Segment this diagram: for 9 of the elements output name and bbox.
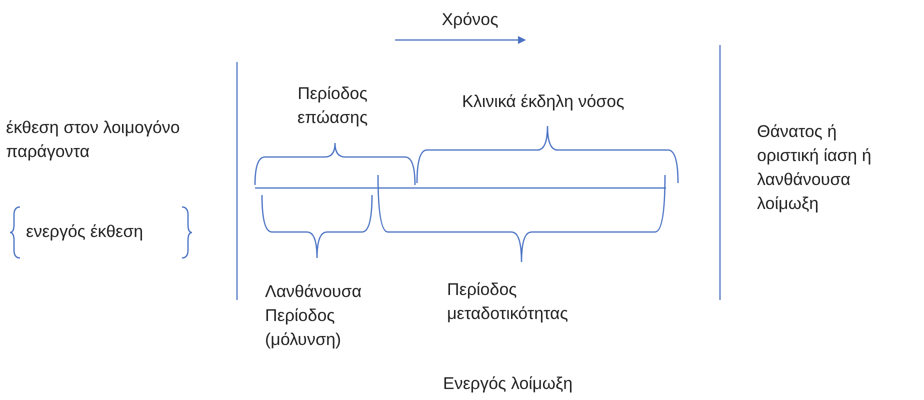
period-label: Κλινικά έκδηλη νόσος [462,91,626,113]
period-label: Λανθάνουσα Περίοδος (μόλυνση) [265,281,363,351]
outcome-label: Θάνατος ή οριστική ίαση ή λανθάνουσα λοίμωξη [757,121,872,215]
exposure-label: έκθεση στον λοιμογόνο παράγοντα [6,117,181,163]
period-label: Περίοδος επώασης [296,83,369,129]
exposure-label: ενεργός έκθεση [26,221,144,243]
period-label: Περίοδος μεταδοτικότητας [447,279,570,325]
period-label: Ενεργός λοίμωξη [443,373,574,395]
axis-label: Χρόνος [440,9,500,31]
